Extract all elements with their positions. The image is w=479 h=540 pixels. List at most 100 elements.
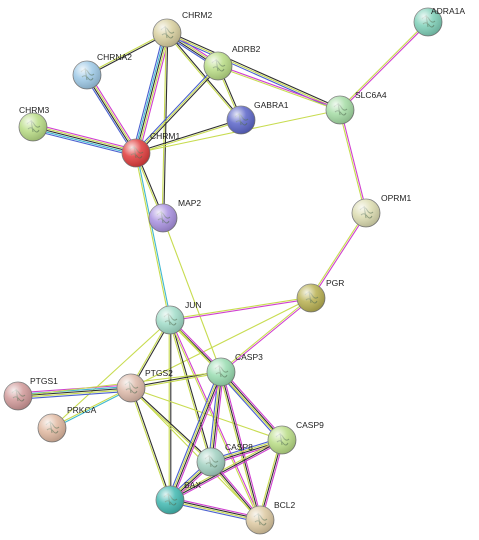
edge-line <box>17 385 131 395</box>
node-label: CASP3 <box>235 352 263 362</box>
edge-line <box>170 319 262 520</box>
edge-line <box>135 32 168 154</box>
edge-casp3-casp8 <box>208 371 224 463</box>
edge-line <box>170 372 223 501</box>
node-adrb2[interactable]: ADRB2 <box>203 44 261 81</box>
edge-line <box>32 126 137 154</box>
node-casp9[interactable]: CASP9 <box>267 420 324 455</box>
edge-pgr-jun <box>169 296 312 322</box>
node-pgr[interactable]: PGR <box>296 278 344 313</box>
node-adra1a[interactable]: ADRA1A <box>413 6 465 37</box>
edge-line <box>131 372 222 390</box>
edge-line <box>168 320 260 521</box>
edge-line <box>169 296 311 320</box>
edge-line <box>51 319 171 429</box>
edge-line <box>170 498 261 520</box>
node-highlight <box>297 284 325 312</box>
edge-line <box>222 370 285 439</box>
node-highlight <box>153 19 181 47</box>
edges-layer <box>17 21 429 523</box>
edge-line <box>130 387 261 521</box>
edge-line <box>209 371 221 462</box>
node-bcl2[interactable]: BCL2 <box>245 500 296 535</box>
edge-line <box>166 32 341 111</box>
node-bax[interactable]: BAX <box>155 480 201 515</box>
edge-line <box>133 32 166 153</box>
edge-line <box>162 217 222 373</box>
node-label: MAP2 <box>178 198 201 208</box>
node-prkca[interactable]: PRKCA <box>37 405 97 443</box>
edge-line <box>136 66 220 155</box>
node-highlight <box>207 358 235 386</box>
node-ptgs2[interactable]: PTGS2 <box>116 368 173 403</box>
edge-line <box>171 372 224 502</box>
node-highlight <box>73 61 101 89</box>
edge-line <box>32 129 136 157</box>
edge-casp3-bcl2 <box>218 371 263 521</box>
edge-line <box>169 500 260 522</box>
node-ptgs1[interactable]: PTGS1 <box>3 376 58 411</box>
edge-line <box>211 372 223 463</box>
edge-line <box>221 371 284 440</box>
edge-pgr-casp3 <box>220 296 312 374</box>
edge-bax-bcl2 <box>169 497 261 523</box>
node-oprm1[interactable]: OPRM1 <box>351 193 412 228</box>
edge-line <box>33 123 137 151</box>
edge-casp9-bax <box>168 438 284 502</box>
node-highlight <box>156 306 184 334</box>
node-chrm3[interactable]: CHRM3 <box>18 105 49 142</box>
edge-line <box>169 501 260 523</box>
edge-chrm1-jun <box>134 152 172 321</box>
edge-line <box>129 388 170 501</box>
edge-casp3-casp9 <box>218 370 285 442</box>
node-label: PTGS1 <box>30 376 58 386</box>
edge-line <box>134 153 170 321</box>
edge-pgr-ptgs2 <box>130 297 312 389</box>
edge-line <box>170 298 312 322</box>
node-highlight <box>204 52 232 80</box>
edge-line <box>219 372 282 441</box>
node-label: BAX <box>184 480 201 490</box>
edge-line <box>168 371 221 500</box>
edge-line <box>163 33 169 219</box>
edge-adrb2-chrm1 <box>134 64 220 155</box>
node-chrm2[interactable]: CHRM2 <box>152 10 212 48</box>
edge-line <box>212 372 224 463</box>
edge-line <box>32 128 136 156</box>
edge-line <box>137 33 170 154</box>
edge-line <box>134 64 218 153</box>
node-chrna2[interactable]: CHRNA2 <box>72 52 132 90</box>
node-jun[interactable]: JUN <box>155 300 202 335</box>
node-highlight <box>122 139 150 167</box>
edge-line <box>218 373 281 442</box>
edge-line <box>208 371 220 462</box>
edge-line <box>168 438 282 500</box>
edge-line <box>339 21 428 110</box>
edge-line <box>86 31 167 75</box>
edge-line <box>311 213 368 299</box>
node-casp8[interactable]: CASP8 <box>196 442 253 477</box>
node-map2[interactable]: MAP2 <box>148 198 201 233</box>
node-gabra1[interactable]: GABRA1 <box>226 100 289 135</box>
node-slc6a4[interactable]: SLC6A4 <box>325 90 387 125</box>
node-label: BCL2 <box>274 500 296 510</box>
node-casp3[interactable]: CASP3 <box>206 352 263 387</box>
edge-jun-prkca <box>51 319 171 429</box>
edge-line <box>338 110 366 214</box>
edge-line <box>132 32 165 153</box>
edge-line <box>135 118 241 153</box>
edge-line <box>87 74 138 153</box>
edge-line <box>138 33 171 154</box>
edge-line <box>17 387 132 397</box>
edge-line <box>218 64 341 110</box>
edge-line <box>85 75 136 154</box>
edge-line <box>168 320 211 463</box>
edge-map2-casp3 <box>162 217 222 373</box>
edge-chrna2-chrm1 <box>84 73 139 155</box>
edge-oprm1-pgr <box>309 212 368 299</box>
edge-line <box>167 32 243 120</box>
node-chrm1[interactable]: CHRM1 <box>121 131 180 168</box>
edge-chrm2-chrm1 <box>132 32 171 154</box>
node-label: PGR <box>326 278 344 288</box>
